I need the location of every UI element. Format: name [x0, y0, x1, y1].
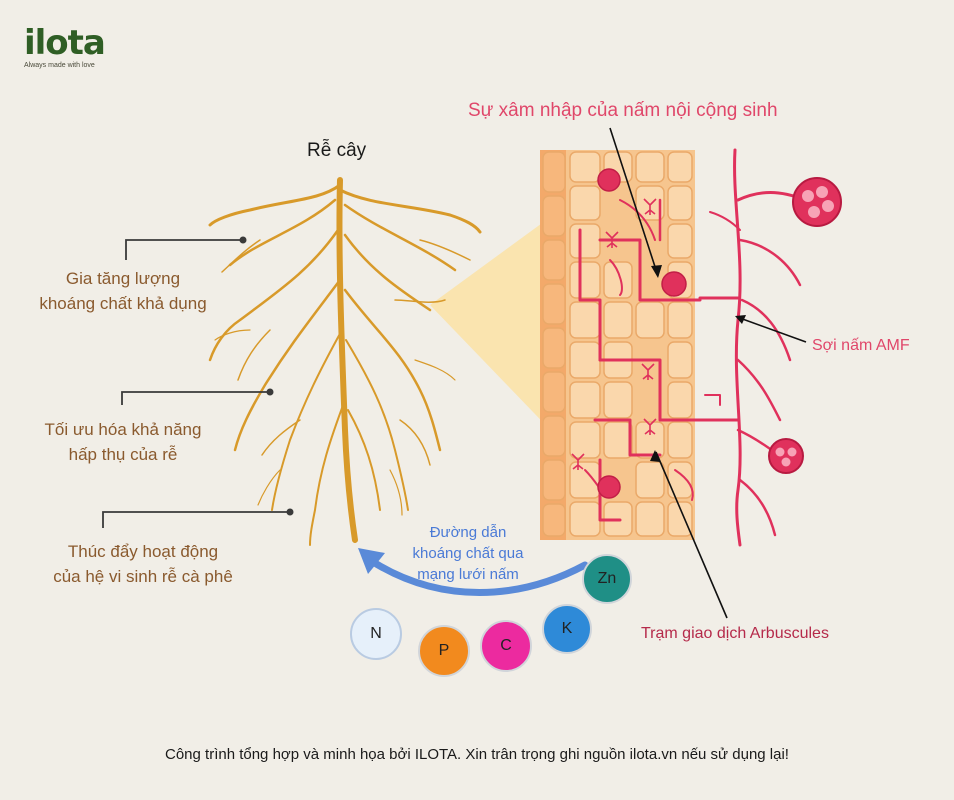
logo: ilota Always made with love [24, 23, 106, 69]
root-label: Rễ cây [307, 140, 367, 161]
benefit-1: Gia tăng lượng khoáng chất khả dụng [12, 266, 234, 316]
endophyte-label: Sự xâm nhập của nấm nội cộng sinh [468, 100, 778, 121]
nutrient-p: P [418, 625, 470, 677]
hyphae-label: Sợi nấm AMF [812, 337, 910, 354]
spore-detail [775, 186, 834, 467]
nutrient-zn: Zn [582, 554, 632, 604]
nutrient-n: N [350, 608, 402, 660]
pathway-label: Đường dẫn khoáng chất qua mạng lưới nấm [392, 522, 544, 585]
pathway-line-2: khoáng chất qua [412, 545, 524, 562]
nutrient-c: C [480, 620, 532, 672]
root-system [208, 177, 482, 546]
spores [768, 177, 842, 474]
arbuscules [571, 198, 657, 470]
footer-credit: Công trình tổng hợp và minh họa bởi ILOT… [165, 746, 789, 763]
logo-wordmark: ilota [24, 23, 106, 63]
pathway-line-3: mạng lưới nấm [417, 566, 519, 583]
benefit-1-line-1: Gia tăng lượng [65, 269, 181, 288]
benefit-3-line-2: của hệ vi sinh rễ cà phê [53, 567, 233, 586]
arbuscules-label: Trạm giao dịch Arbuscules [641, 625, 829, 642]
benefit-1-line-2: khoáng chất khả dụng [39, 294, 207, 313]
vesicles [597, 168, 687, 499]
pathway-arrow [358, 548, 589, 596]
pathway-line-1: Đường dẫn [429, 524, 507, 541]
benefit-2-line-1: Tối ưu hóa khả năng [44, 420, 202, 439]
benefit-2-line-2: hấp thụ của rễ [68, 445, 178, 464]
logo-tagline: Always made with love [24, 62, 95, 69]
zoom-wedge [430, 210, 560, 440]
benefit-3-line-1: Thúc đẩy hoạt động [67, 542, 219, 561]
benefit-2: Tối ưu hóa khả năng hấp thụ của rễ [12, 417, 234, 467]
nutrient-k: K [542, 604, 592, 654]
root-cells [540, 150, 695, 540]
fungal-hyphae [578, 148, 807, 547]
annotation-arrows [609, 127, 807, 619]
benefit-3: Thúc đẩy hoạt động của hệ vi sinh rễ cà … [22, 539, 264, 589]
benefit-connectors [102, 239, 290, 528]
